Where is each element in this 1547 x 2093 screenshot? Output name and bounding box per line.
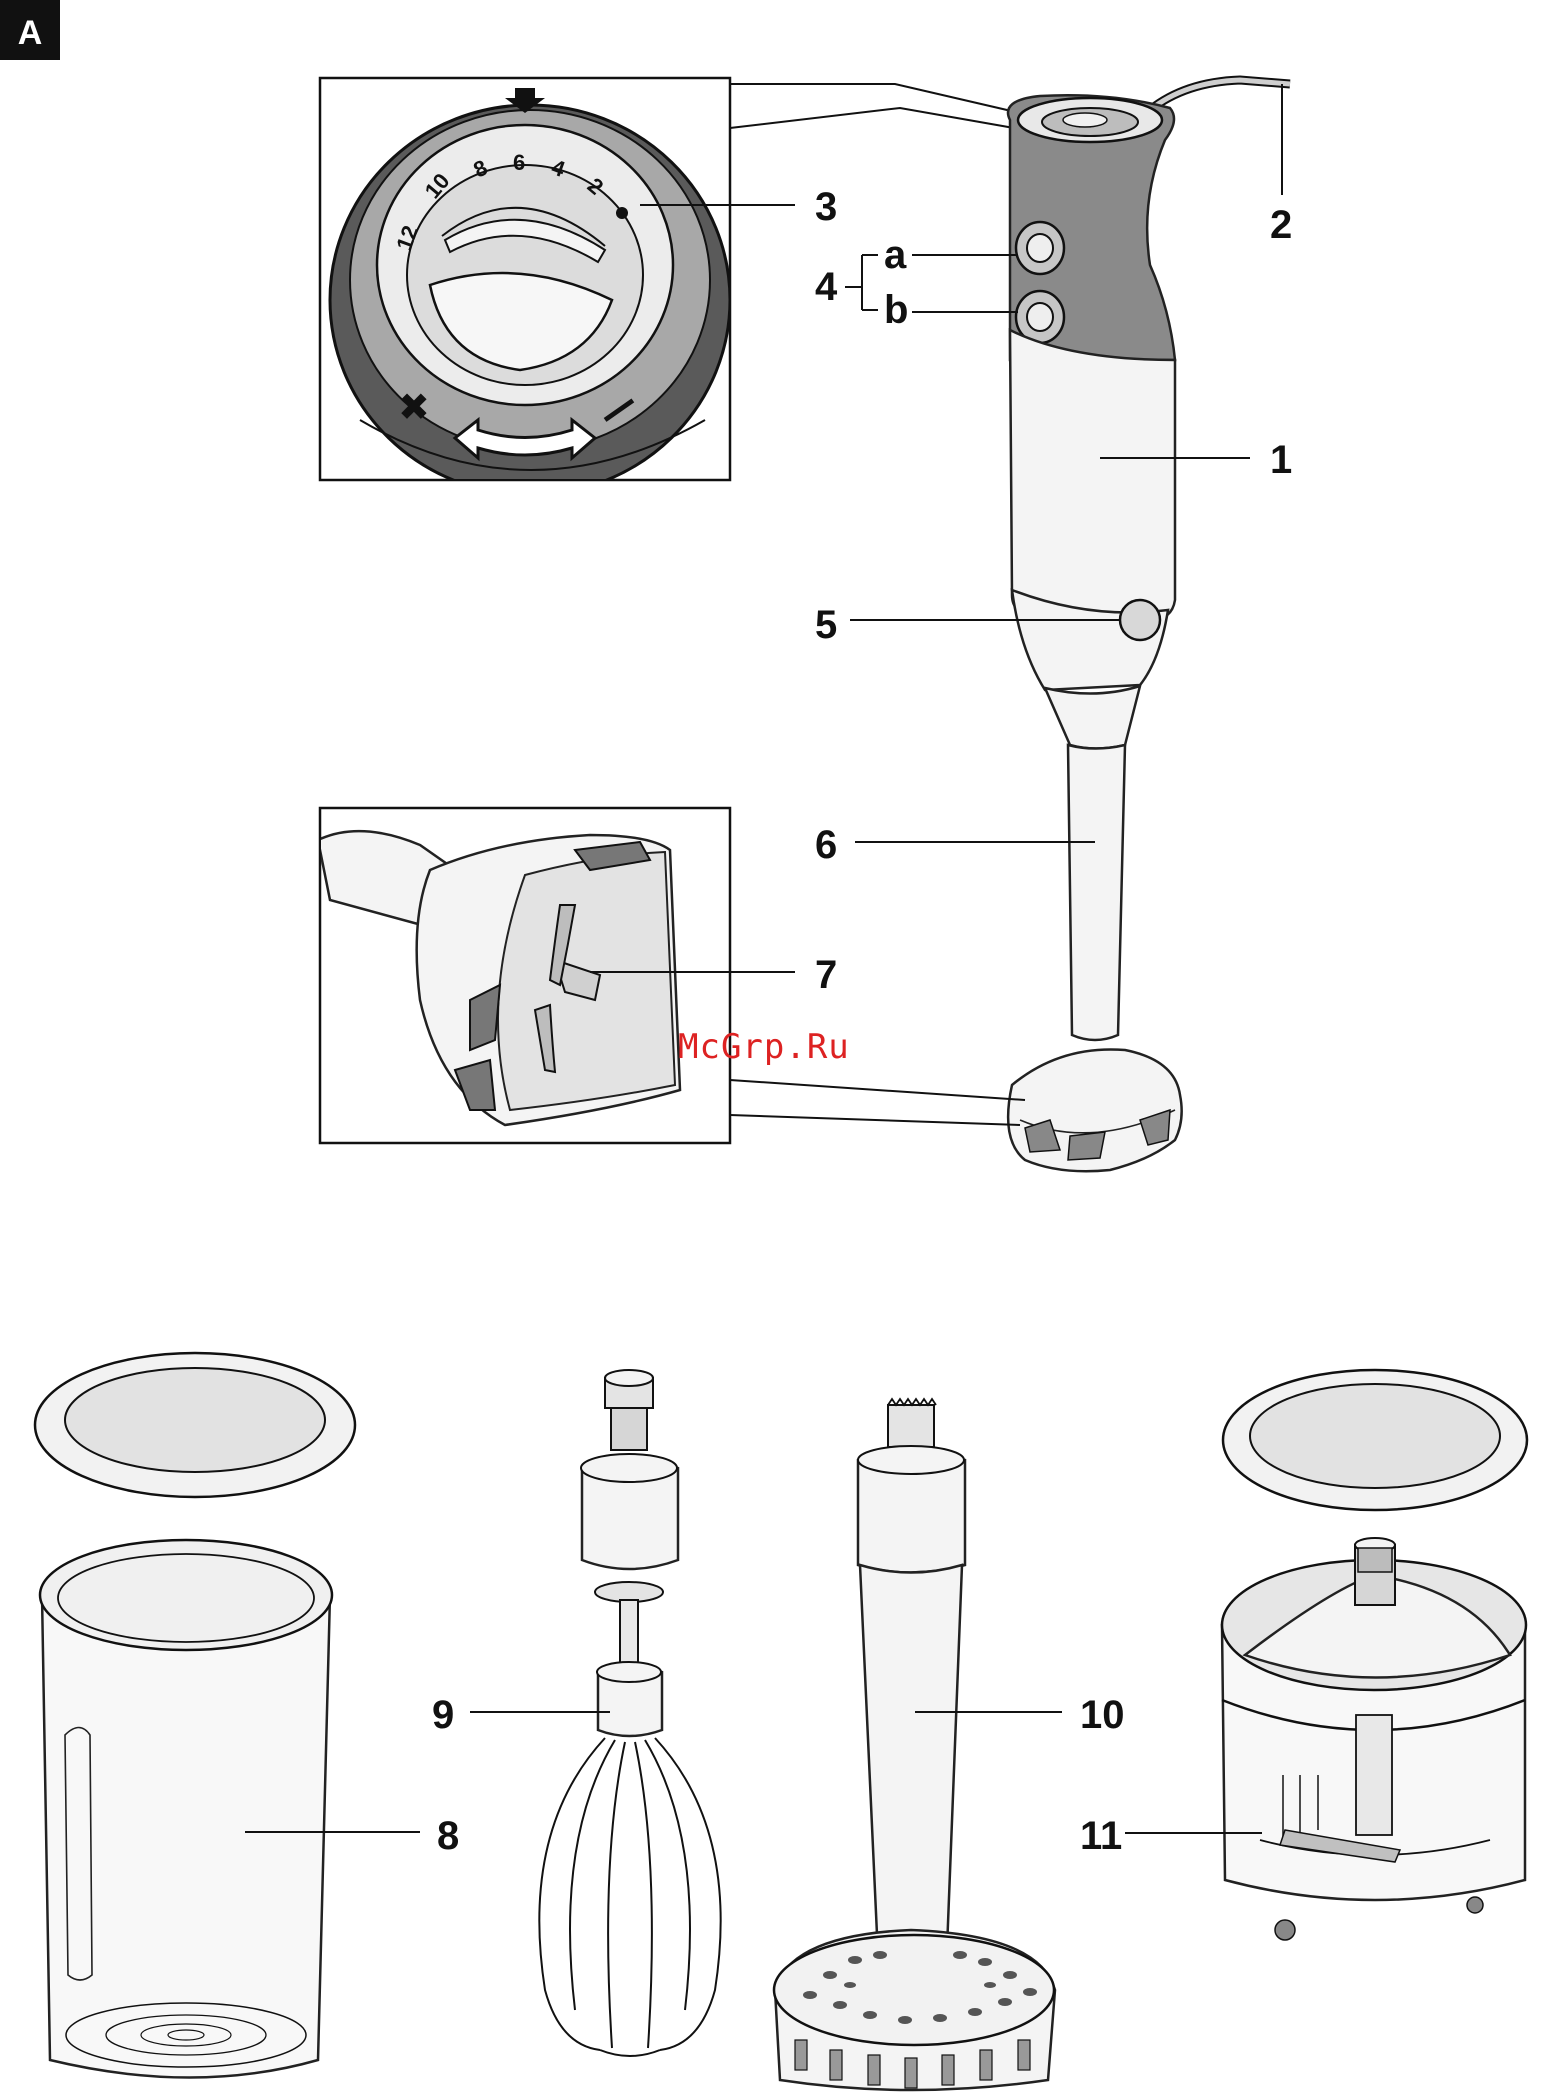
masher-accessory bbox=[774, 1399, 1055, 2090]
callout-label-10: 10 bbox=[1080, 1693, 1125, 1737]
callout-label-8: 8 bbox=[437, 1814, 459, 1858]
callout-label-11: 11 bbox=[1080, 1814, 1122, 1858]
release-button[interactable] bbox=[1120, 600, 1160, 640]
callout-label-9: 9 bbox=[432, 1693, 454, 1737]
dial-plus-icon: ✖ bbox=[398, 385, 430, 429]
callout-label-4: 4 bbox=[815, 265, 838, 309]
callout-label-4a: a bbox=[884, 233, 907, 277]
callout-label-5: 5 bbox=[815, 603, 837, 647]
callout-label-1: 1 bbox=[1270, 438, 1292, 482]
callout-label-4b: b bbox=[884, 288, 908, 332]
callout-label-3: 3 bbox=[815, 185, 837, 229]
chopper-accessory bbox=[1222, 1370, 1527, 1940]
hand-blender-main bbox=[1008, 80, 1290, 1171]
watermark-text: McGrp.Ru bbox=[678, 1027, 850, 1067]
speed-dial-detail: 12 10 8 6 4 2 ✖ — bbox=[320, 78, 730, 495]
dial-number-6: 6 bbox=[513, 150, 525, 175]
blade-detail bbox=[318, 808, 730, 1143]
section-badge-label: A bbox=[18, 14, 43, 52]
dial-off-dot bbox=[616, 207, 628, 219]
callout-label-7: 7 bbox=[815, 953, 837, 997]
section-badge: A bbox=[0, 0, 60, 60]
callout-label-2: 2 bbox=[1270, 203, 1292, 247]
callout-label-6: 6 bbox=[815, 823, 837, 867]
beaker-accessory bbox=[35, 1353, 355, 2078]
